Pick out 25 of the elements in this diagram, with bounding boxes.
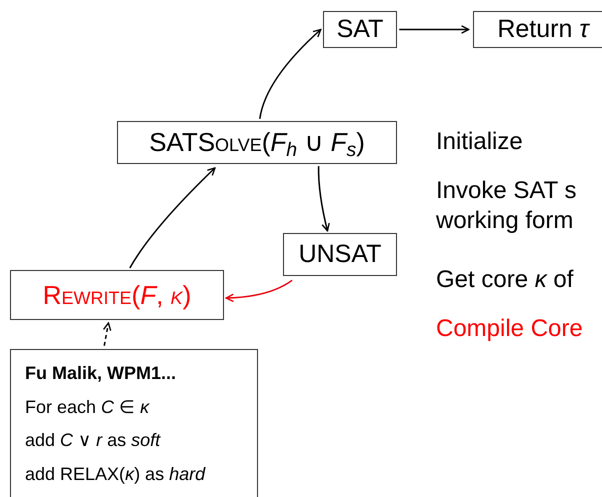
step-text: Initialize (436, 127, 524, 157)
node-text: Return τ (497, 14, 589, 45)
step-text: Get core κ of (436, 265, 574, 295)
node-text: UNSAT (298, 238, 382, 270)
arrow (399, 25, 470, 34)
node-text: add RELAX(κ) as hard (25, 462, 206, 485)
arrow (318, 166, 330, 232)
arrow (102, 322, 112, 346)
arrow (225, 280, 293, 302)
node-text: For each C ∈ κ (25, 396, 150, 418)
node-text: SAT (336, 14, 384, 45)
node-text: SATSolve(F$_{h}$ ∪ F$_{s}$) (149, 126, 365, 159)
node-text: Rewrite(F, κ) (42, 278, 192, 312)
step-text: Compile Core (436, 314, 584, 344)
note-heading: Fu Malik, WPM1... (25, 362, 176, 384)
note-box (10, 349, 258, 497)
arrow (259, 28, 322, 119)
process-box (473, 11, 602, 48)
process-box (323, 11, 397, 48)
step-text: Invoke SAT s working form (436, 176, 578, 236)
process-box (10, 270, 224, 320)
process-box (117, 121, 397, 164)
arrow (129, 167, 216, 268)
process-box (283, 233, 397, 276)
node-text: add C ∨ r as soft (25, 429, 160, 452)
